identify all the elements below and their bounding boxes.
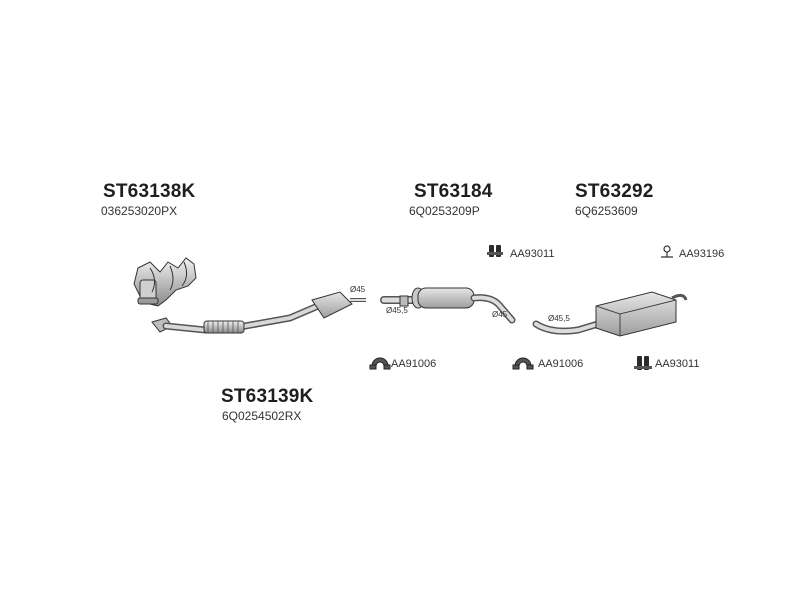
dimension-label: Ø45 [350, 285, 366, 294]
dimension-label: Ø45,5 [548, 314, 570, 323]
rubber-hanger-icon [634, 356, 652, 370]
oem-code-middle-silencer: 6Q0253209P [409, 204, 480, 218]
mounting-bracket-icon [661, 245, 673, 258]
accessory-code-clamp-2: AA91006 [538, 358, 584, 370]
oem-code-front-pipe: 6Q0254502RX [222, 409, 302, 423]
oem-code-manifold: 036253020PX [101, 204, 178, 218]
pipe-clamp-icon [369, 357, 391, 370]
dimension-label: Ø45,5 [386, 306, 408, 315]
middle-silencer-icon [380, 287, 516, 324]
pipe-clamp-icon [512, 357, 534, 370]
part-code-front-pipe: ST63139K [221, 386, 314, 407]
part-code-manifold: ST63138K [103, 181, 196, 202]
exhaust-manifold-icon [133, 257, 197, 307]
oem-code-rear-silencer: 6Q6253609 [575, 204, 638, 218]
part-code-middle-silencer: ST63184 [414, 181, 493, 202]
accessory-code-clamp-1: AA91006 [391, 358, 437, 370]
accessory-code-bracket: AA93196 [679, 248, 725, 260]
accessory-code-hanger-bottom: AA93011 [655, 358, 700, 370]
accessory-code-hanger-top: AA93011 [510, 248, 555, 260]
rear-silencer-icon [532, 291, 688, 337]
part-code-rear-silencer: ST63292 [575, 181, 654, 202]
dimension-label: Ø45 [492, 310, 508, 319]
front-pipe-catalytic-converter-icon [151, 291, 366, 334]
rubber-hanger-icon [487, 245, 503, 257]
